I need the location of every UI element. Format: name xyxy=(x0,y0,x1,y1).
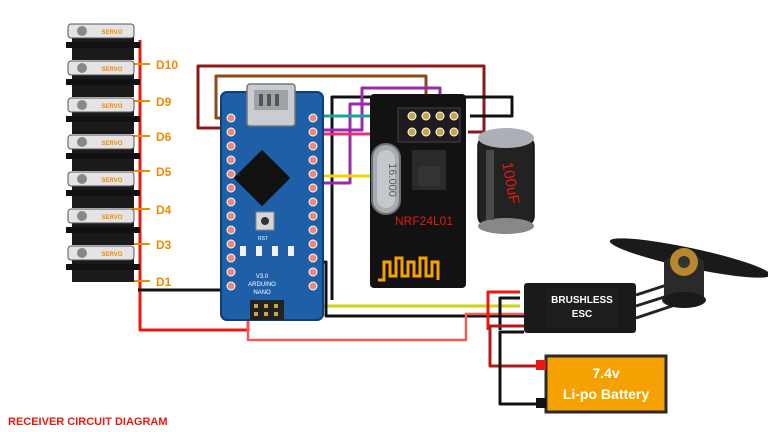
wire-esc-red-top xyxy=(486,290,520,330)
servo-label: SERVO xyxy=(102,215,123,221)
pin-label-d4: D4 xyxy=(156,203,172,217)
nrf24l01-module: 16.000 NRF24L01 xyxy=(370,94,466,288)
pin-label-d3: D3 xyxy=(156,238,172,252)
servo-motor: SERVO xyxy=(66,245,140,282)
wire-darkred xyxy=(196,64,486,134)
pin-label-d10: D10 xyxy=(156,58,178,72)
brushless-motor xyxy=(609,238,768,308)
battery-label-line2: Li-po Battery xyxy=(563,386,650,402)
arduino-nano: RST ARDUINO NANO V3.0 xyxy=(220,83,324,321)
servo-label: SERVO xyxy=(102,141,123,147)
pin-label-d1: D1 xyxy=(156,275,172,289)
wire-batt-red xyxy=(488,324,548,368)
icsp-header xyxy=(250,300,284,320)
wire-esc-black-top xyxy=(498,296,520,330)
pin-label-d5: D5 xyxy=(156,165,172,179)
servo-motor: SERVO xyxy=(66,208,140,245)
servo-motor: SERVO xyxy=(66,23,140,60)
servo-motor: SERVO xyxy=(66,97,140,134)
pin-label-d6: D6 xyxy=(156,130,172,144)
servo-label: SERVO xyxy=(102,67,123,73)
brushless-esc: BRUSHLESS ESC xyxy=(524,283,636,333)
servo-motor: SERVO xyxy=(66,60,140,97)
servo-motor: SERVO xyxy=(66,134,140,171)
wire-black-top xyxy=(330,95,514,300)
nano-leds xyxy=(240,246,294,256)
servo-label: SERVO xyxy=(102,104,123,110)
esc-label-line1: BRUSHLESS xyxy=(551,295,613,306)
lipo-battery: 7.4v Li-po Battery xyxy=(536,354,668,414)
esc-label-line2: ESC xyxy=(572,309,593,320)
diagram-caption: RECEIVER CIRCUIT DIAGRAM xyxy=(8,416,168,428)
nano-pin-headers xyxy=(226,113,318,291)
wire-batt-black xyxy=(498,330,548,406)
crystal-label: 16.000 xyxy=(386,163,398,197)
battery-label-line1: 7.4v xyxy=(592,365,619,381)
pin-label-d9: D9 xyxy=(156,95,172,109)
nrf-label: NRF24L01 xyxy=(395,214,453,228)
rst-label: RST xyxy=(258,236,268,242)
nrf-antenna xyxy=(378,256,440,282)
pin-labels: D10 D9 D6 D5 D4 D3 D1 xyxy=(156,58,178,289)
servo-label: SERVO xyxy=(102,30,123,36)
servo-motor: SERVO xyxy=(66,171,140,208)
capacitor: 100uF xyxy=(477,128,535,234)
nano-label-line3: V3.0 xyxy=(256,274,269,280)
nano-label-line1: ARDUINO xyxy=(248,282,276,288)
wire-salmon xyxy=(246,312,524,342)
servo-label: SERVO xyxy=(102,252,123,258)
servo-stack: SERVO SERVO SERVO SERVO SERVO SERVO SERVO xyxy=(66,23,140,282)
servo-label: SERVO xyxy=(102,178,123,184)
nano-label-line2: NANO xyxy=(253,290,271,296)
